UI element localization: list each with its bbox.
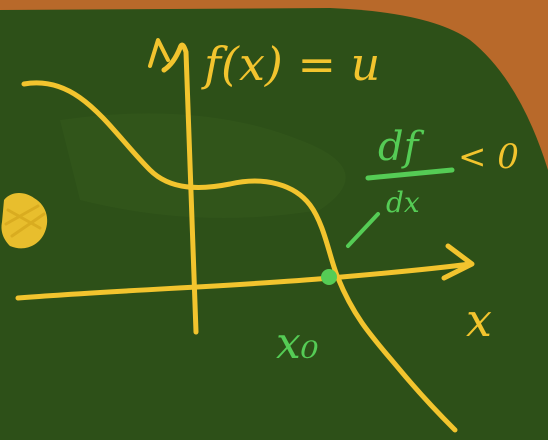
y-axis [161,42,199,335]
chalk-scribble-texture [4,204,46,238]
derivative-denominator: dx [386,186,420,219]
derivative-fraction-bar [365,167,455,181]
x-axis-arrowhead [441,243,475,281]
chalk-smudge [60,113,346,218]
function-curve [21,80,458,433]
x-axis [15,261,473,301]
tangent-pointer [346,212,380,248]
derivative-condition: < 0 [458,137,519,177]
derivative-numerator: df [378,124,425,170]
x-axis-label: x [466,293,492,347]
function-title: f(x) = u [201,37,380,91]
root-point [321,269,337,285]
y-axis-arrowhead [148,38,170,68]
root-label: x₀ [276,318,319,369]
